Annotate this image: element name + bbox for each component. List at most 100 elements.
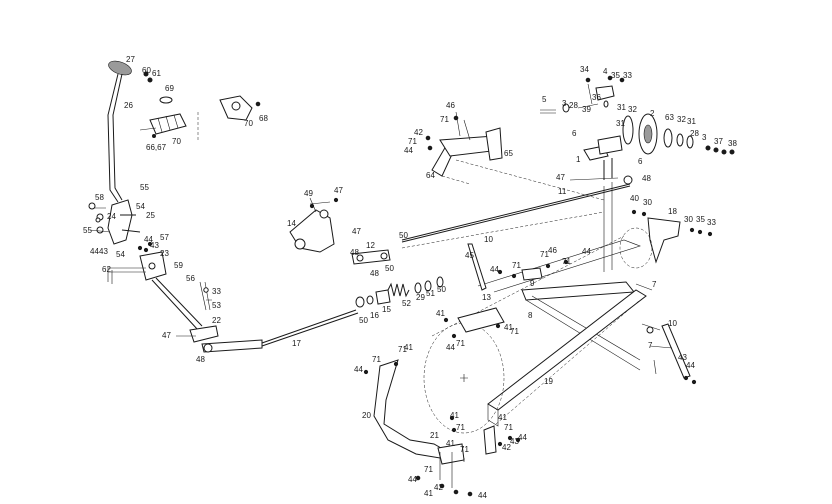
callout-label: 59	[174, 261, 183, 270]
callout-label: 38	[728, 139, 737, 148]
callout-label: 40	[630, 194, 639, 203]
callout-label: 69	[165, 84, 174, 93]
callout-label: 50	[437, 285, 446, 294]
callout-label: 70	[172, 137, 181, 146]
callout-label: 44	[408, 475, 417, 484]
link-arm	[201, 339, 263, 353]
callout-label: 9	[530, 279, 535, 288]
callout-label: 41	[436, 309, 445, 318]
callout-label: 22	[212, 316, 221, 325]
callout-label: 43	[99, 247, 108, 256]
callout-labels: 27 60 61 26 69 70 68 70 66,67 55 58 54 2…	[83, 55, 737, 500]
callout-label: 42	[434, 483, 443, 492]
callout-label: 10	[484, 235, 493, 244]
callout-label: 30	[684, 215, 693, 224]
callout-label: 43	[510, 437, 519, 446]
callout-label: 71	[440, 115, 449, 124]
callout-label: 66,67	[146, 143, 167, 152]
callout-label: 33	[212, 287, 221, 296]
callout-label: 71	[460, 445, 469, 454]
callout-label: 39	[582, 105, 591, 114]
callout-label: 28	[569, 101, 578, 110]
callout-label: 41	[450, 411, 459, 420]
callout-label: 18	[668, 207, 677, 216]
callout-label: 71	[398, 345, 407, 354]
callout-label: 19	[544, 377, 553, 386]
frame-rail-top	[477, 239, 641, 293]
callout-label: 44	[582, 247, 591, 256]
callout-label: 7	[652, 280, 657, 289]
callout-label: 41	[498, 413, 507, 422]
callout-label: 42	[502, 443, 511, 452]
callout-label: 49	[304, 189, 313, 198]
callout-label: 44	[518, 433, 527, 442]
plate-13	[457, 307, 505, 333]
callout-label: 43	[150, 241, 159, 250]
callout-label: 63	[665, 113, 674, 122]
callout-label: 44	[686, 361, 695, 370]
callout-label: 23	[160, 249, 169, 258]
callout-label: 25	[146, 211, 155, 220]
callout-label: 56	[186, 274, 195, 283]
callout-label: 55	[140, 183, 149, 192]
callout-label: 48	[642, 174, 651, 183]
lever-yoke	[107, 199, 133, 245]
callout-label: 71	[424, 465, 433, 474]
callout-label: 44	[478, 491, 487, 500]
lever-knob	[108, 60, 132, 76]
callout-label: 58	[95, 193, 104, 202]
callout-label: 1	[576, 155, 581, 164]
callout-label: 46	[548, 246, 557, 255]
callout-label: 3	[702, 133, 707, 142]
callout-label: 15	[382, 305, 391, 314]
callout-label: 46	[446, 101, 455, 110]
callout-label: 55	[83, 226, 92, 235]
callout-label: 33	[707, 218, 716, 227]
spring-52	[387, 282, 410, 298]
selector-rod	[151, 277, 203, 331]
callout-label: 30	[643, 198, 652, 207]
callout-label: 31	[687, 117, 696, 126]
callout-label: 12	[366, 241, 375, 250]
callout-label: 62	[102, 265, 111, 274]
clutch-assembly	[540, 75, 735, 264]
callout-label: 48	[350, 248, 359, 257]
callout-label: 27	[126, 55, 135, 64]
callout-label: 44	[144, 235, 153, 244]
callout-label: 50	[359, 316, 368, 325]
callout-label: 68	[259, 114, 268, 123]
callout-label: 41	[446, 439, 455, 448]
callout-label: 48	[370, 269, 379, 278]
callout-label: 65	[504, 149, 513, 158]
callout-label: 24	[107, 212, 116, 221]
callout-label: 26	[124, 101, 133, 110]
callout-label: 6	[572, 129, 577, 138]
tensioner-20	[373, 359, 449, 459]
callout-label: 71	[562, 257, 571, 266]
callout-label: 16	[370, 311, 379, 320]
callout-label: 33	[623, 71, 632, 80]
callout-label: 10	[668, 319, 677, 328]
frame-rail-8	[521, 281, 635, 301]
callout-label: 50	[399, 231, 408, 240]
callout-label: 71	[456, 339, 465, 348]
callout-label: 20	[362, 411, 371, 420]
callout-label: 47	[334, 186, 343, 195]
callout-label: 28	[690, 129, 699, 138]
callout-label: 8	[528, 311, 533, 320]
callout-label: 44	[404, 146, 413, 155]
callout-label: 6	[638, 157, 643, 166]
rod-11	[401, 183, 631, 243]
callout-label: 11	[558, 187, 567, 196]
callout-label: 53	[212, 301, 221, 310]
callout-label: 44	[354, 365, 363, 374]
callout-label: 2	[650, 109, 655, 118]
callout-label: 35	[696, 215, 705, 224]
connecting-rod-17	[261, 309, 359, 347]
callout-label: 45	[465, 251, 474, 260]
callout-label: 31	[616, 119, 625, 128]
callout-label: 71	[512, 261, 521, 270]
callout-label: 64	[426, 171, 435, 180]
callout-label: 14	[287, 219, 296, 228]
callout-label: 71	[540, 250, 549, 259]
